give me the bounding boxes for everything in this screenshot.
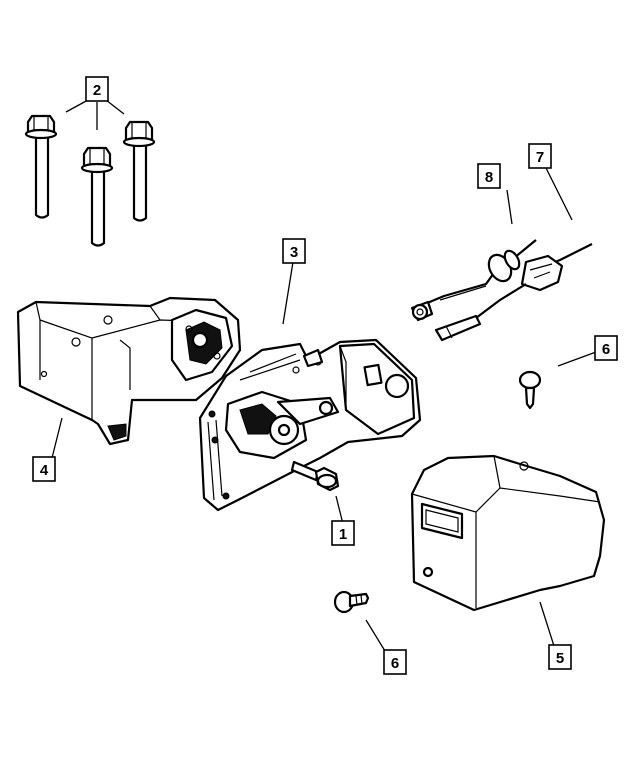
- callout-label-6-lower: 6: [391, 655, 399, 672]
- push-pin-upper: [518, 370, 542, 410]
- callout-label-7: 7: [536, 149, 544, 166]
- callout-7: 7: [528, 143, 552, 169]
- callout-label-1: 1: [339, 526, 347, 543]
- bolt-right: [122, 120, 156, 222]
- mounting-bracket: [16, 296, 242, 446]
- callout-label-5: 5: [556, 650, 564, 667]
- callout-label-3: 3: [290, 244, 298, 261]
- shifter-cover: [410, 454, 606, 612]
- lock-cable-7: [434, 243, 593, 342]
- push-pin-lower: [333, 590, 370, 614]
- callout-label-4: 4: [40, 462, 49, 479]
- callout-5: 5: [548, 644, 572, 670]
- callout-label-6-upper: 6: [602, 341, 610, 358]
- leader-lines: [51, 99, 597, 652]
- callout-1: 1: [331, 520, 355, 546]
- callout-2: 2: [85, 76, 109, 102]
- callout-6-upper: 6: [594, 335, 618, 361]
- shifter-bolt: [290, 460, 340, 492]
- callout-4: 4: [32, 456, 56, 482]
- callout-3: 3: [282, 238, 306, 264]
- shifter-assembly: [198, 338, 422, 512]
- callout-6-lower: 6: [383, 649, 407, 675]
- callout-8: 8: [477, 163, 501, 189]
- bolt-left: [24, 114, 58, 219]
- bolt-middle: [80, 146, 114, 247]
- callout-label-2: 2: [93, 82, 101, 99]
- shift-cable-8: [410, 239, 537, 322]
- callout-label-8: 8: [485, 169, 493, 186]
